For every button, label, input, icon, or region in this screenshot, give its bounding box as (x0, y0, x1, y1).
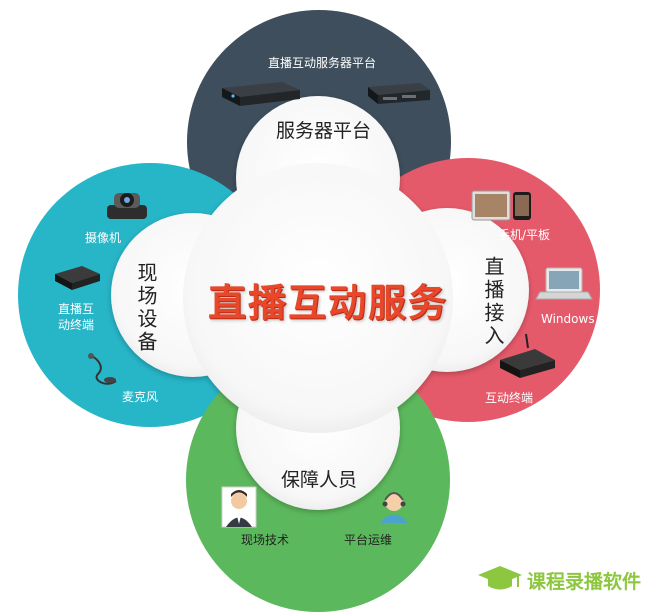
onsite-tech-label: 现场技术 (241, 533, 290, 547)
set-top-box-icon (500, 333, 555, 378)
phone-tablet-label: 手机/平板 (498, 228, 551, 242)
microphone-label: 麦克风 (122, 390, 159, 404)
operator-headset-icon (380, 492, 408, 523)
camera-icon (107, 193, 147, 219)
server-platform-title: 服务器平台 (276, 120, 372, 142)
server-platform-header: 直播互动服务器平台 (268, 56, 377, 70)
onsite-equipment-title: 现场设备 (134, 262, 158, 354)
technician-avatar-icon (221, 486, 257, 528)
graduation-cap-icon (478, 566, 522, 590)
server-rack-icon (368, 83, 430, 104)
support-staff-title: 保障人员 (281, 469, 358, 491)
watermark-text: 课程录播软件 (527, 571, 642, 593)
camera-label: 摄像机 (85, 231, 122, 245)
terminal-label-line1: 直播互 (58, 302, 95, 316)
microphone-icon (88, 353, 117, 385)
terminal-label-line2: 动终端 (58, 318, 95, 332)
platform-ops-label: 平台运维 (344, 533, 393, 547)
center-title: 直播互动服务 (208, 281, 449, 325)
interactive-terminal-label: 互动终端 (485, 391, 534, 405)
white-flower (111, 96, 529, 510)
phone-tablet-icon (471, 190, 531, 221)
server-device-icon (222, 82, 300, 106)
windows-label: Windows (541, 312, 595, 326)
live-access-title: 直播接入 (481, 256, 505, 348)
terminal-box-icon (55, 266, 100, 290)
laptop-icon (535, 267, 593, 300)
